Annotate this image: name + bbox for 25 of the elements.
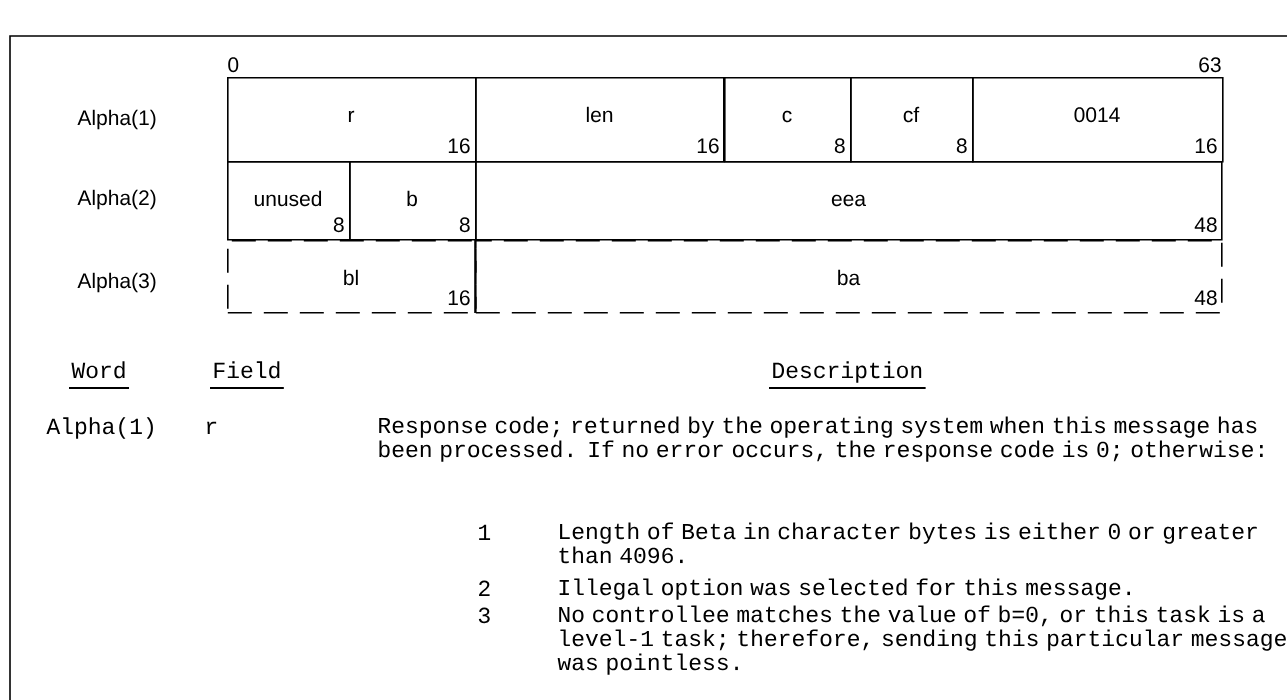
table-cell: r	[207, 421, 217, 434]
row-label: Alpha(1)	[77, 109, 156, 130]
field-cell: cf 8	[850, 77, 974, 163]
table-cell: Alpha(1)	[46, 417, 153, 439]
field-cell: len 16	[475, 77, 725, 163]
field-cell: unused 8	[227, 161, 351, 241]
row-label: Alpha(3)	[77, 272, 156, 293]
code-number: 1	[479, 524, 491, 540]
column-heading: Description	[768, 361, 927, 389]
description-text: Response code; returned by the operating system when this message has been processed. If no error occurs, the response code is 0; otherwise:	[379, 416, 1263, 462]
row-label: Alpha(2)	[77, 189, 156, 210]
code-number: 3	[478, 607, 490, 624]
field-cell: eea 48	[475, 161, 1223, 241]
column-heading: Word	[68, 361, 130, 389]
field-cell: b 8	[349, 161, 477, 241]
description-text: Length of Beta in character bytes is either 0 or greater than 4096.	[559, 522, 1257, 564]
field-cell: 0014 16	[972, 77, 1224, 163]
field-cell: c 8	[724, 77, 852, 163]
description-text: Illegal option was selected for this message.	[559, 578, 1130, 600]
field-cell: ba 48	[475, 240, 1223, 314]
field-cell: bl 16	[227, 240, 477, 314]
column-heading: Field	[209, 361, 285, 389]
code-number: 2	[479, 580, 490, 596]
field-cell: r 16	[227, 77, 477, 163]
description-text: No controllee matches the value of b=0, or this task is a level-1 task; therefore, sending this particular message was pointless.	[557, 605, 1286, 675]
